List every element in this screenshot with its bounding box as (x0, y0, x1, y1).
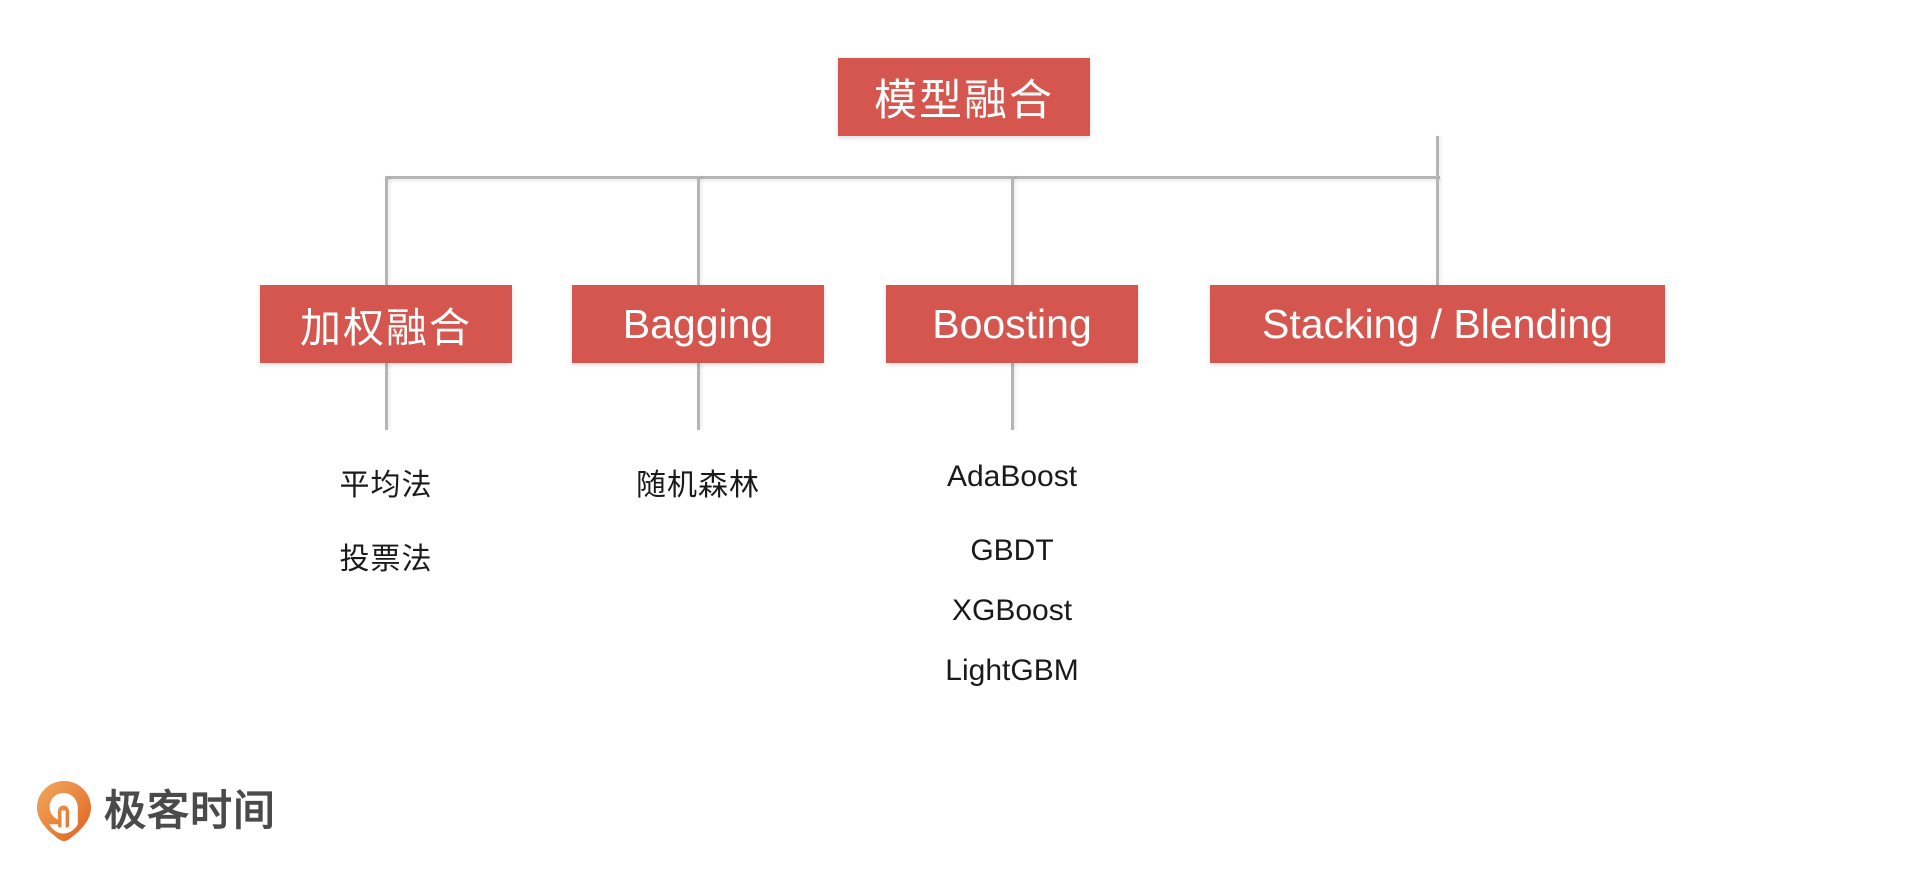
geektime-pin-icon (36, 780, 92, 842)
root-node-model-fusion[interactable]: 模型融合 (838, 58, 1090, 136)
root-trunk-line (1436, 136, 1439, 176)
branch-node-boosting[interactable]: Boosting (886, 285, 1138, 363)
branch-stem-line-bagging (697, 363, 700, 430)
branch-drop-line-stacking-blending (1436, 176, 1439, 285)
branch-node-bagging[interactable]: Bagging (572, 285, 824, 363)
leaf-label-weighted-fusion-0: 平均法 (339, 469, 433, 502)
branch-node-weighted-fusion[interactable]: 加权融合 (260, 285, 512, 363)
branch-node-label: 加权融合 (300, 305, 472, 351)
leaf-label-boosting-0: AdaBoost (946, 460, 1078, 493)
branch-stem-line-boosting (1011, 363, 1014, 430)
branch-node-label: Stacking / Blending (1261, 300, 1613, 347)
branch-node-label: Bagging (622, 300, 774, 347)
root-node-label: 模型融合 (874, 77, 1054, 125)
branch-drop-line-bagging (697, 176, 700, 285)
branch-drop-line-boosting (1011, 176, 1014, 285)
leaf-label-weighted-fusion-1: 投票法 (339, 543, 433, 576)
geektime-logo: 极客时间 (36, 780, 276, 842)
branch-node-stacking-blending[interactable]: Stacking / Blending (1210, 285, 1665, 363)
leaf-label-boosting-1: GBDT (970, 534, 1054, 567)
geektime-wordmark: 极客时间 (104, 787, 277, 834)
branch-node-label: Boosting (932, 300, 1092, 347)
branch-stem-line-weighted-fusion (385, 363, 388, 430)
leaf-label-boosting-3: LightGBM (945, 654, 1079, 687)
branch-drop-line-weighted-fusion (385, 176, 388, 285)
horizontal-bus-line (385, 176, 1440, 179)
leaf-label-boosting-2: XGBoost (951, 594, 1073, 627)
leaf-label-bagging-0: 随机森林 (636, 469, 760, 502)
